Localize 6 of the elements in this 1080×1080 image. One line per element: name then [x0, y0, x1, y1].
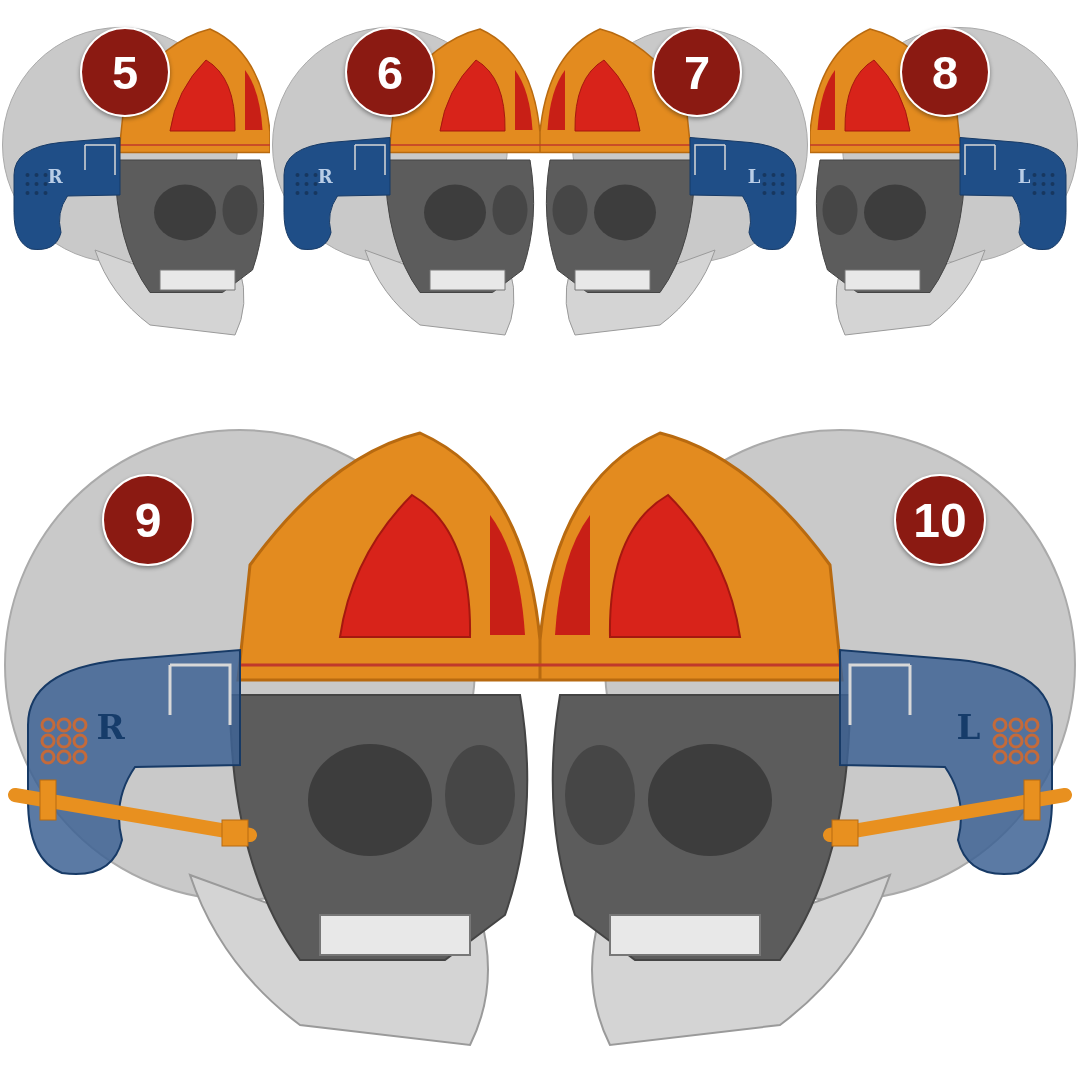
side-marker-letter: R [47, 167, 63, 186]
side-marker-letter: L [747, 167, 761, 186]
side-marker-letter: L [1017, 167, 1031, 186]
side-marker-letter: R [317, 167, 333, 186]
side-marker-letter: L [956, 710, 981, 744]
side-marker-letter: R [96, 710, 125, 744]
